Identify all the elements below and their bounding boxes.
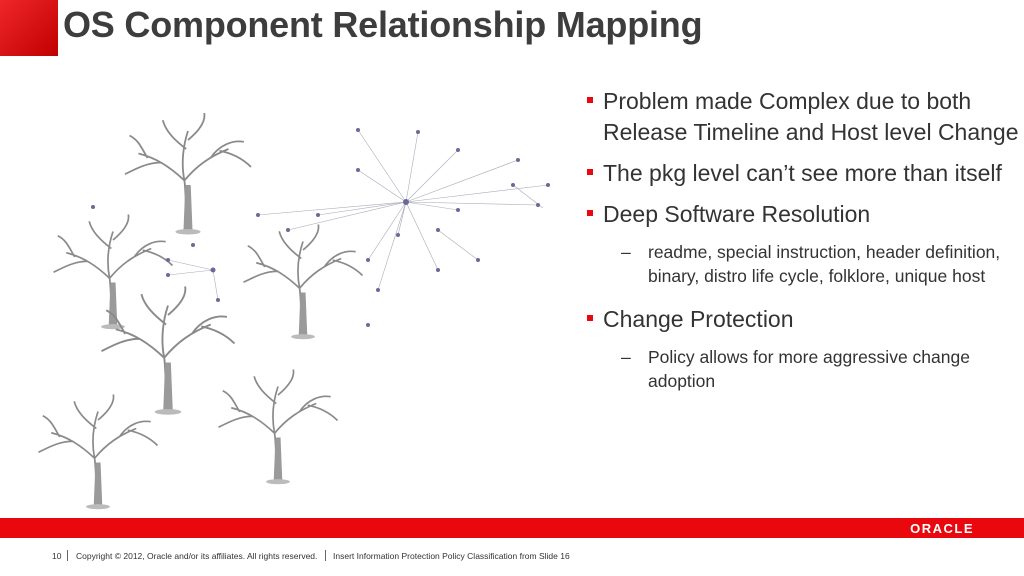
oracle-logo: ORACLE [910, 521, 974, 536]
slide-title: OS Component Relationship Mapping [63, 4, 703, 45]
bullet-text: Change Protection [603, 306, 794, 332]
footer-separator [325, 550, 326, 561]
classification-text: Insert Information Protection Policy Cla… [333, 551, 570, 561]
bullet-square-icon [587, 210, 593, 216]
sub-bullet-text: readme, special instruction, header defi… [648, 242, 1001, 286]
bullet-item: Deep Software Resolution [584, 199, 1024, 230]
sub-bullet-item: – Policy allows for more aggressive chan… [584, 345, 1024, 393]
copyright-text: Copyright © 2012, Oracle and/or its affi… [76, 551, 318, 561]
bullet-square-icon [587, 97, 593, 103]
network-graph-icon [91, 128, 550, 327]
tree-icon [37, 112, 364, 510]
bullet-item: The pkg level can’t see more than itself [584, 158, 1024, 189]
illustration [37, 112, 550, 510]
footer-brand-bar [0, 518, 1024, 538]
bullet-item: Problem made Complex due to both Release… [584, 86, 1024, 148]
bullet-text: Problem made Complex due to both Release… [603, 88, 1019, 145]
page-number: 10 [52, 551, 62, 561]
sub-bullet-text: Policy allows for more aggressive change… [648, 347, 970, 391]
bullet-text: Deep Software Resolution [603, 201, 871, 227]
sub-bullet-marker: – [621, 347, 631, 367]
sub-bullet-marker: – [621, 242, 631, 262]
bullet-text: The pkg level can’t see more than itself [603, 160, 1002, 186]
bullet-square-icon [587, 315, 593, 321]
sub-bullet-item: – readme, special instruction, header de… [584, 240, 1024, 288]
bullet-list: Problem made Complex due to both Release… [584, 86, 1024, 409]
title-accent-block [0, 0, 58, 56]
bullet-item: Change Protection [584, 304, 1024, 335]
bullet-square-icon [587, 169, 593, 175]
footer-separator [67, 550, 68, 561]
